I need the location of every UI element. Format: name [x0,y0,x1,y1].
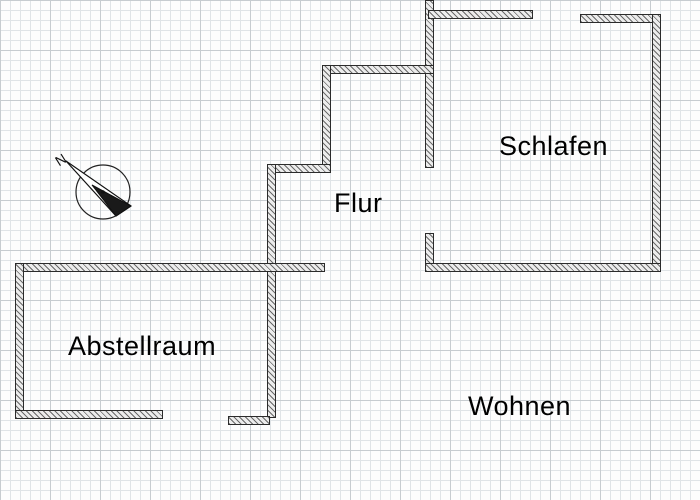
wall-schlafen-left-upper [425,0,434,168]
wall-abstellraum-bottom [15,410,163,419]
room-label-schlafen: Schlafen [499,131,609,161]
wall-outer-right [652,14,661,272]
wall-abstellraum-top [15,263,325,272]
north-arrow-icon: N [52,150,132,220]
wall-schlafen-bottom [425,263,661,272]
wall-flur-left-lower [267,164,276,418]
north-letter: N [52,150,69,169]
wall-schlafen-top-right [580,14,661,23]
wall-bottom-stub [228,416,270,425]
wall-schlafen-top-left [428,10,533,19]
wall-abstellraum-left [15,263,24,419]
wall-flur-left-upper [322,65,331,173]
room-label-wohnen: Wohnen [468,391,572,421]
wall-flur-top [322,65,434,74]
wall-flur-step [267,164,331,173]
room-label-abstellraum: Abstellraum [68,331,217,361]
room-label-flur: Flur [334,188,383,218]
